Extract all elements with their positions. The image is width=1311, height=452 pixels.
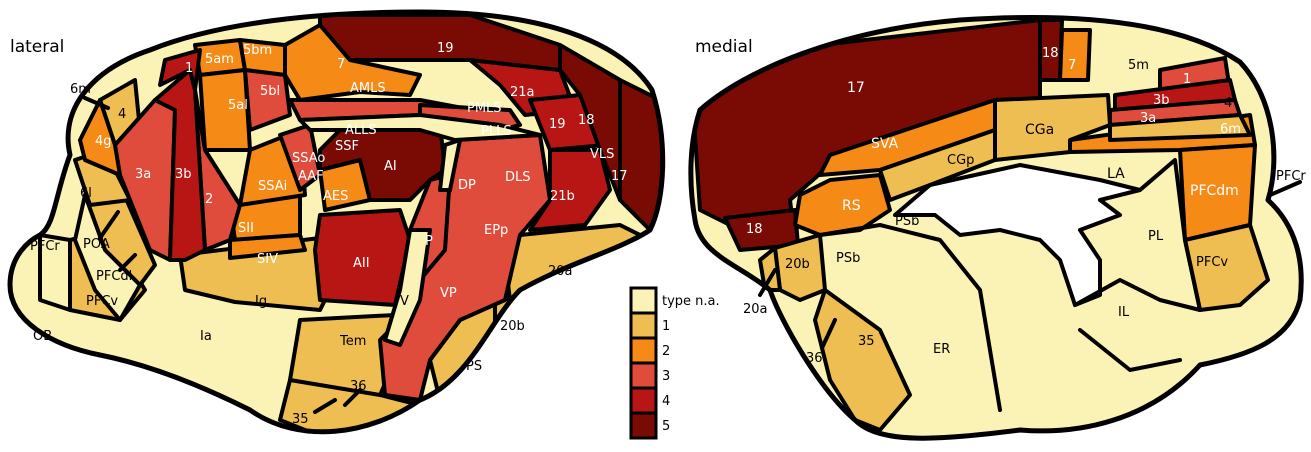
label-psb: PSb: [895, 214, 919, 229]
label-pl: PL: [1148, 229, 1164, 244]
label-20b-lat: 20b: [500, 319, 525, 334]
label-ia: Ia: [200, 329, 212, 344]
label-er: ER: [933, 342, 950, 357]
label-vp: VP: [440, 286, 457, 301]
label-ig: Ig: [255, 294, 267, 309]
label-pfcv-med: PFCv: [1196, 255, 1228, 270]
label-ssao: SSAo: [292, 151, 325, 166]
label-ai: AI: [384, 159, 397, 174]
label-pmls: PMLS: [467, 101, 502, 116]
label-cga: CGa: [1025, 122, 1054, 138]
label-19b-lat: 19: [549, 117, 566, 132]
label-36-lat: 36: [350, 379, 367, 394]
label-3a-lat: 3a: [135, 167, 151, 182]
label-aes: AES: [323, 189, 348, 204]
legend: type n.a. 1 2 3 4 5: [631, 288, 720, 438]
label-19-lat: 19: [437, 41, 454, 56]
label-17-lat: 17: [611, 169, 628, 184]
label-aaf: AAF: [298, 169, 324, 184]
label-7-med: 7: [1068, 58, 1076, 73]
legend-label-1: 1: [662, 319, 670, 334]
label-dls: DLS: [505, 170, 531, 185]
label-36-med: 36: [806, 351, 823, 366]
label-20b-med: 20b: [785, 257, 810, 272]
label-cgp: CGp: [947, 153, 974, 168]
label-5bl: 5bl: [260, 84, 280, 99]
label-3b-med: 3b: [1153, 93, 1170, 108]
label-6m-med: 6m: [1220, 122, 1241, 137]
legend-label-3: 3: [662, 369, 670, 384]
label-3a-med: 3a: [1140, 111, 1156, 126]
label-rs: RS: [842, 198, 861, 214]
label-plls: PLLS: [481, 124, 512, 139]
legend-label-5: 5: [662, 419, 670, 434]
label-sii: SII: [238, 221, 254, 236]
label-ps: PS: [466, 359, 482, 374]
legend-label-4: 4: [662, 394, 670, 409]
legend-swatch-1: [631, 313, 656, 338]
label-ssai: SSAi: [258, 179, 287, 194]
label-5al: 5al: [228, 98, 248, 113]
label-20a-med: 20a: [743, 302, 768, 317]
label-pfcdl: PFCdl: [96, 269, 132, 284]
label-amls: AMLS: [350, 81, 386, 96]
label-tem: Tem: [339, 334, 366, 349]
label-2-lat: 2: [205, 192, 213, 207]
label-21b: 21b: [550, 189, 575, 204]
medial-title: medial: [695, 37, 753, 57]
label-pfcr-lat: PFCr: [30, 239, 60, 254]
label-4-lat: 4: [118, 107, 126, 122]
label-5bm: 5bm: [243, 43, 272, 58]
label-3b-lat: 3b: [175, 167, 192, 182]
legend-swatch-5: [631, 413, 656, 438]
label-psb2: PSb: [836, 251, 860, 266]
legend-label-2: 2: [662, 344, 670, 359]
label-5am: 5am: [205, 52, 234, 67]
label-pfcr-med: PFCr: [1276, 169, 1306, 184]
label-5m: 5m: [1128, 58, 1149, 73]
legend-label-na: type n.a.: [662, 294, 720, 309]
label-4-med: 4: [1224, 96, 1232, 111]
label-20a-lat: 20a: [548, 264, 573, 279]
label-7-lat: 7: [337, 57, 345, 72]
label-pfcv-lat: PFCv: [86, 294, 118, 309]
label-dp: DP: [458, 178, 476, 193]
label-v: V: [400, 294, 409, 309]
label-alls: ALLS: [345, 123, 377, 138]
label-vls: VLS: [590, 147, 614, 162]
label-aii: AII: [353, 256, 370, 271]
label-pfcdm: PFCdm: [1190, 183, 1239, 199]
label-epp: EPp: [484, 223, 508, 238]
lateral-title: lateral: [10, 37, 64, 57]
label-6m-lat: 6m: [70, 82, 91, 97]
label-siv: SIV: [257, 252, 278, 267]
label-la: LA: [1107, 166, 1125, 182]
label-4g: 4g: [95, 134, 112, 149]
label-18b-med: 18: [746, 222, 763, 237]
legend-swatch-3: [631, 363, 656, 388]
label-1-med: 1: [1183, 72, 1191, 87]
label-35-lat: 35: [292, 412, 309, 427]
label-ssf: SSF: [335, 139, 359, 154]
label-17-med: 17: [847, 80, 865, 96]
label-21a: 21a: [510, 85, 535, 100]
legend-swatch-na: [631, 288, 656, 313]
label-6l: 6l: [80, 186, 92, 201]
label-il: IL: [1118, 305, 1130, 320]
legend-swatch-2: [631, 338, 656, 363]
label-sva: SVA: [871, 136, 899, 152]
label-poa: POA: [83, 237, 110, 252]
legend-swatch-4: [631, 388, 656, 413]
label-ob: OB: [33, 329, 52, 344]
label-35-med: 35: [858, 334, 875, 349]
label-1-lat: 1: [185, 61, 193, 76]
label-p: P: [425, 234, 433, 249]
label-18-lat: 18: [578, 113, 595, 128]
label-18-med: 18: [1042, 46, 1059, 61]
